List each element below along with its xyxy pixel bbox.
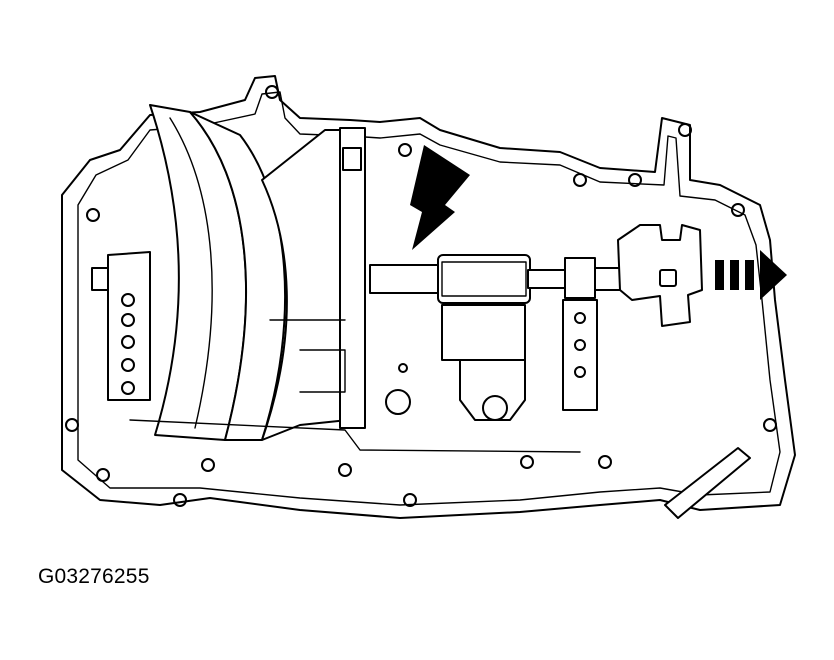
housing-outline bbox=[61, 75, 796, 519]
center-block bbox=[129, 127, 581, 453]
detent-plate bbox=[91, 251, 151, 401]
diagonal-rod bbox=[664, 447, 751, 519]
manual-valve-lever bbox=[149, 104, 287, 441]
valve-shaft bbox=[369, 254, 626, 421]
valve-body-diagram bbox=[61, 75, 796, 519]
valve-stops bbox=[562, 299, 598, 411]
dashed-arrow-right-icon bbox=[715, 250, 787, 300]
figure-id-label: G03276255 bbox=[38, 565, 150, 588]
lightning-arrow-icon bbox=[410, 145, 470, 250]
end-clip bbox=[617, 224, 703, 327]
